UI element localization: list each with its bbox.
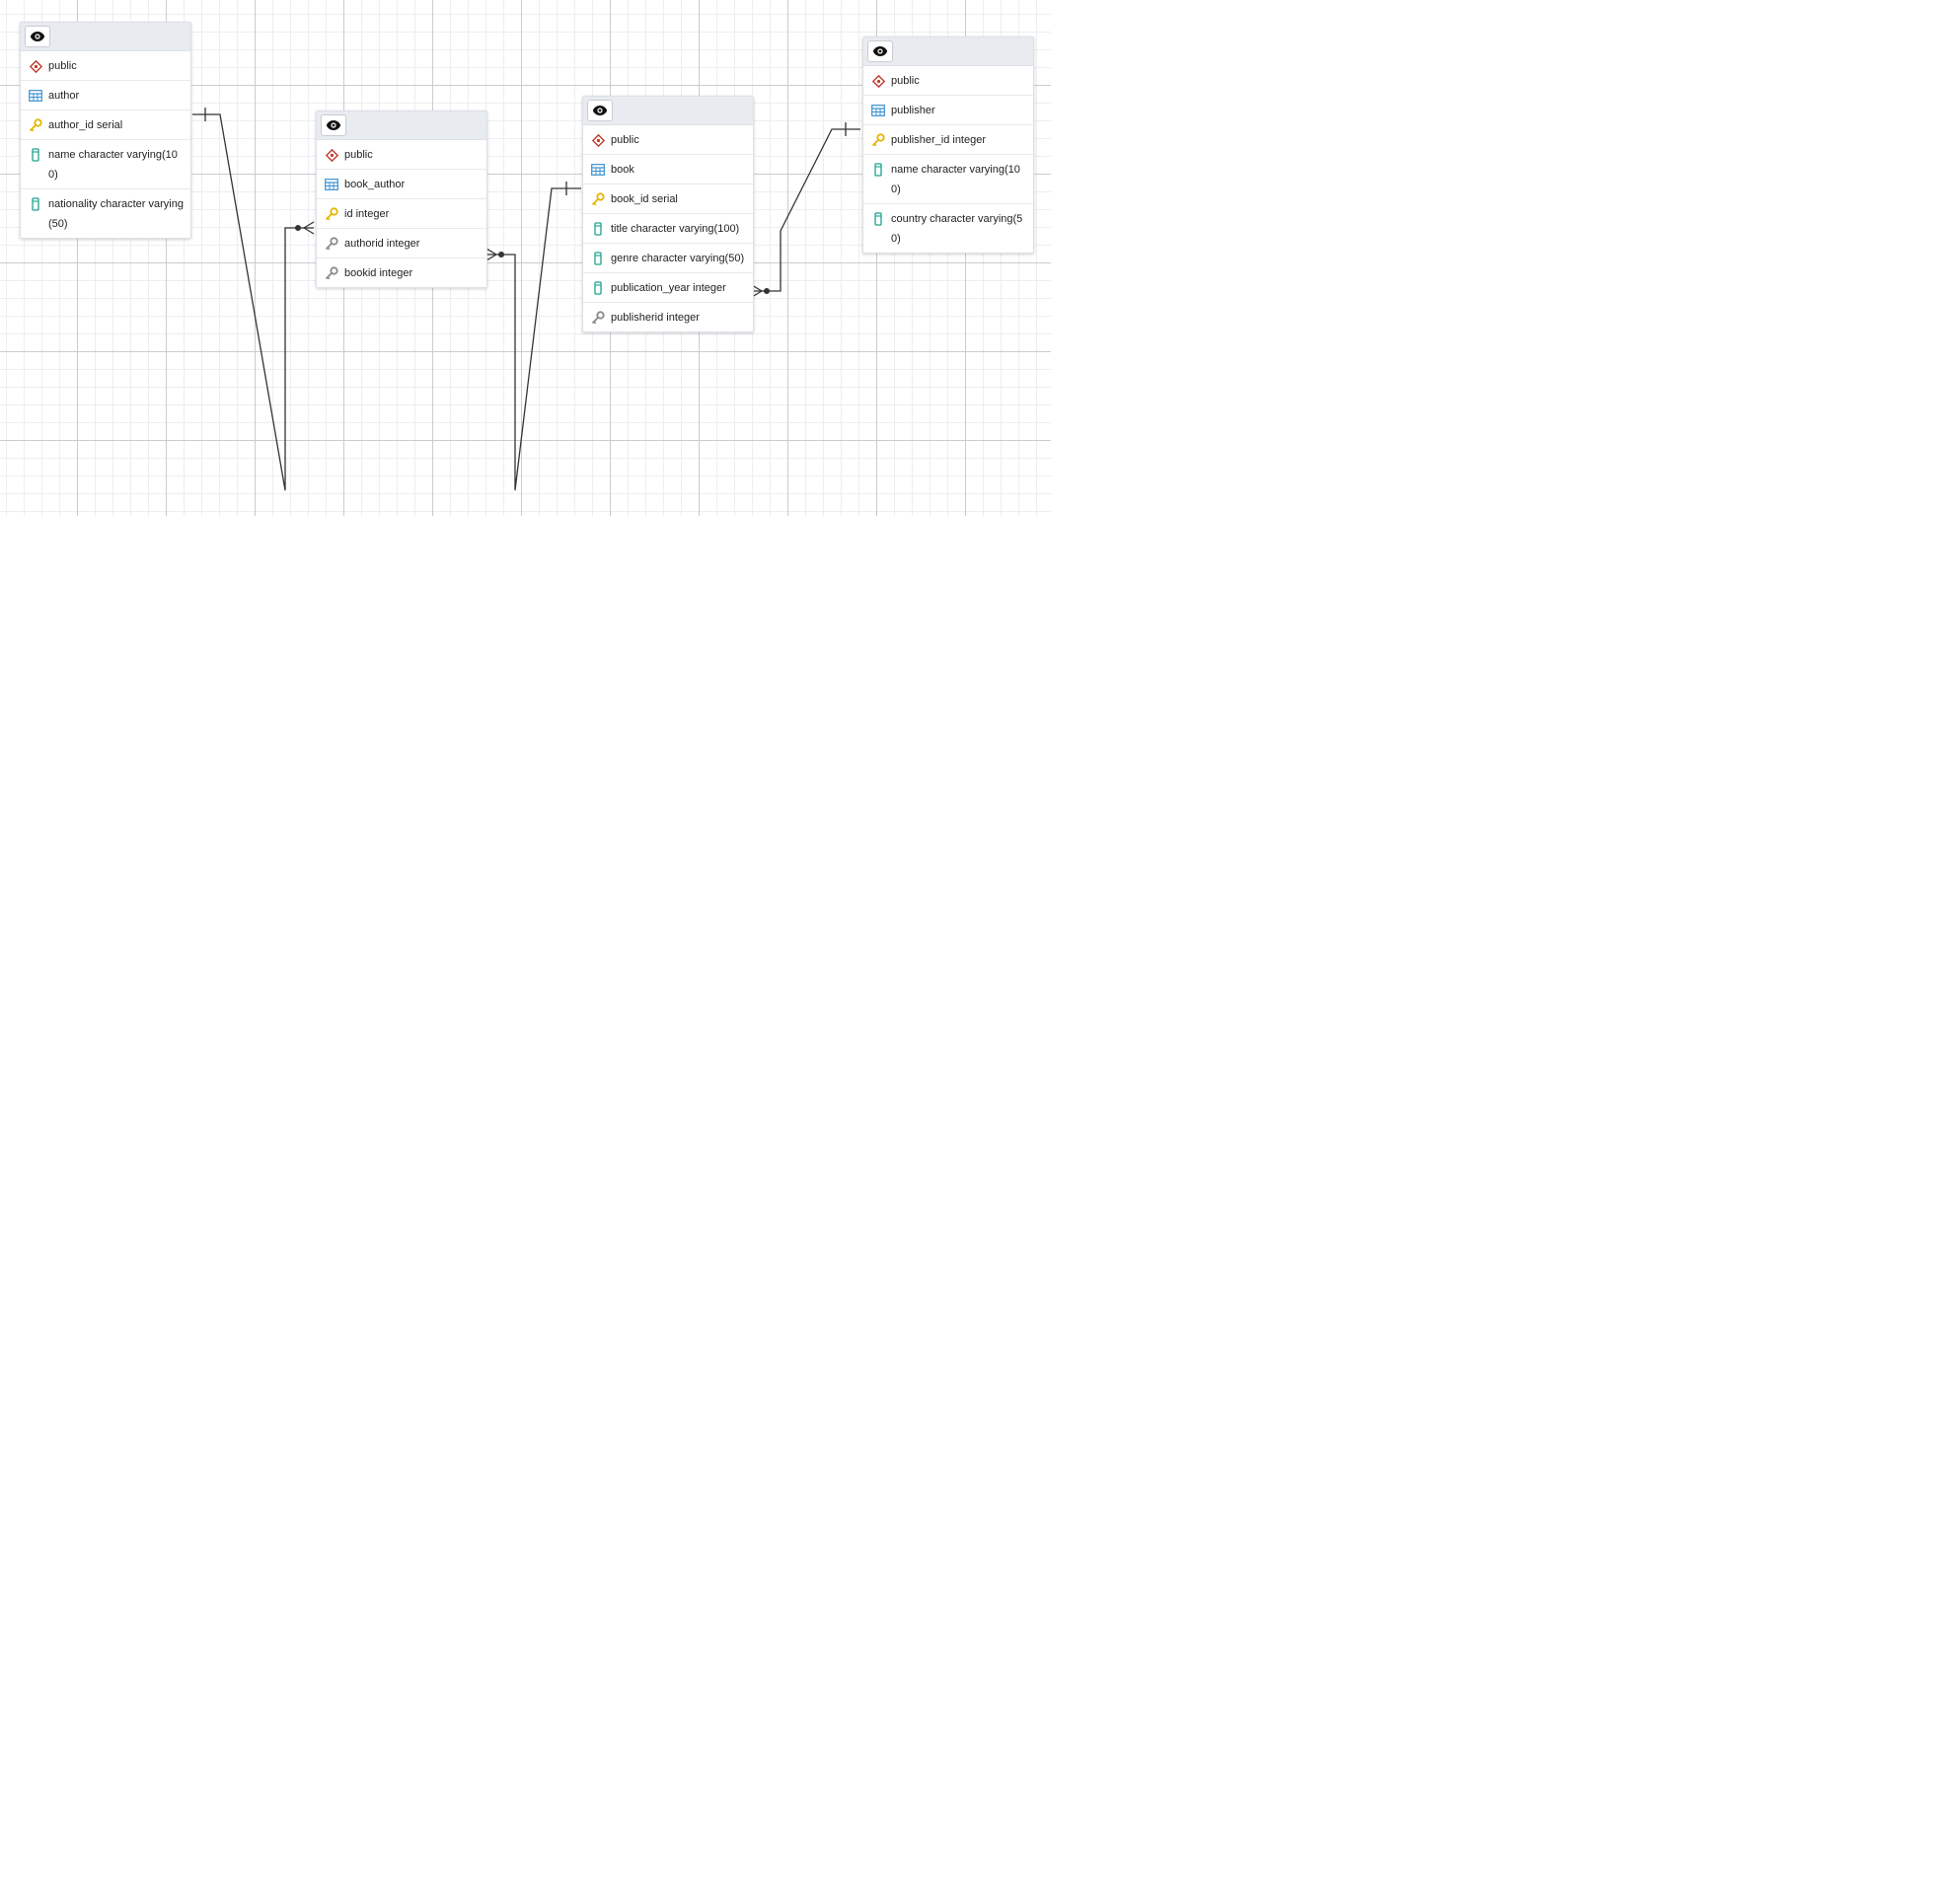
- table-icon: [591, 160, 605, 180]
- column-label: author_id serial: [48, 119, 123, 131]
- column-label: publisherid integer: [611, 312, 700, 324]
- table-name-row[interactable]: publisher: [863, 96, 1033, 125]
- fk-key-icon: [325, 234, 338, 254]
- table-name: book: [611, 164, 634, 176]
- relationship-links: [192, 108, 860, 491]
- column-label: country character varying(50): [891, 213, 1023, 245]
- link-book-book-author[interactable]: [485, 182, 581, 491]
- column-icon: [591, 219, 605, 239]
- table-name: publisher: [891, 105, 935, 116]
- column-icon: [29, 194, 42, 214]
- table-name-row[interactable]: book: [583, 155, 753, 184]
- column-label: bookid integer: [344, 267, 413, 279]
- fk-key-icon: [325, 263, 338, 283]
- column-row[interactable]: bookid integer: [317, 258, 486, 287]
- schema-icon: [591, 130, 605, 150]
- column-label: book_id serial: [611, 193, 678, 205]
- column-row[interactable]: id integer: [317, 199, 486, 229]
- pk-key-icon: [591, 189, 605, 209]
- schema-row[interactable]: public: [583, 125, 753, 155]
- schema-icon: [325, 145, 338, 165]
- table-name-row[interactable]: book_author: [317, 170, 486, 199]
- column-icon: [871, 160, 885, 180]
- table-name: author: [48, 90, 80, 102]
- column-row[interactable]: name character varying(100): [863, 155, 1033, 204]
- table-header[interactable]: [863, 37, 1033, 66]
- column-row[interactable]: author_id serial: [21, 110, 190, 140]
- column-label: authorid integer: [344, 238, 420, 250]
- schema-name: public: [891, 75, 920, 87]
- table-node-book-author[interactable]: public book_author id integer authorid i…: [316, 110, 487, 288]
- column-label: title character varying(100): [611, 223, 740, 235]
- eye-icon[interactable]: [321, 114, 346, 136]
- table-header[interactable]: [317, 111, 486, 140]
- table-header[interactable]: [21, 23, 190, 51]
- column-label: publisher_id integer: [891, 134, 987, 146]
- table-node-book[interactable]: public book book_id serial title charact…: [582, 96, 754, 332]
- schema-row[interactable]: public: [21, 51, 190, 81]
- column-icon: [29, 145, 42, 165]
- column-icon: [871, 209, 885, 229]
- column-row[interactable]: nationality character varying(50): [21, 189, 190, 238]
- table-node-publisher[interactable]: public publisher publisher_id integer na…: [862, 37, 1034, 254]
- eye-icon[interactable]: [867, 40, 893, 62]
- column-row[interactable]: publication_year integer: [583, 273, 753, 303]
- column-label: genre character varying(50): [611, 253, 745, 264]
- column-row[interactable]: name character varying(100): [21, 140, 190, 189]
- column-row[interactable]: country character varying(50): [863, 204, 1033, 253]
- table-icon: [871, 101, 885, 120]
- pk-key-icon: [325, 204, 338, 224]
- schema-row[interactable]: public: [317, 140, 486, 170]
- schema-icon: [871, 71, 885, 91]
- column-row[interactable]: book_id serial: [583, 184, 753, 214]
- table-icon: [29, 86, 42, 106]
- column-row[interactable]: title character varying(100): [583, 214, 753, 244]
- column-label: nationality character varying(50): [48, 198, 184, 230]
- column-row[interactable]: genre character varying(50): [583, 244, 753, 273]
- eye-icon[interactable]: [587, 100, 613, 121]
- link-author-book-author[interactable]: [192, 108, 315, 491]
- column-label: publication_year integer: [611, 282, 726, 294]
- fk-key-icon: [591, 308, 605, 328]
- table-node-author[interactable]: public author author_id serial name char…: [20, 22, 191, 239]
- column-row[interactable]: publisher_id integer: [863, 125, 1033, 155]
- schema-name: public: [611, 134, 639, 146]
- column-row[interactable]: publisherid integer: [583, 303, 753, 331]
- column-icon: [591, 278, 605, 298]
- table-name: book_author: [344, 179, 406, 190]
- link-publisher-book[interactable]: [751, 122, 860, 298]
- table-header[interactable]: [583, 97, 753, 125]
- eye-icon[interactable]: [25, 26, 50, 47]
- schema-name: public: [48, 60, 77, 72]
- table-name-row[interactable]: author: [21, 81, 190, 110]
- column-label: name character varying(100): [891, 164, 1020, 195]
- column-row[interactable]: authorid integer: [317, 229, 486, 258]
- table-icon: [325, 175, 338, 194]
- schema-row[interactable]: public: [863, 66, 1033, 96]
- column-label: id integer: [344, 208, 390, 220]
- pk-key-icon: [29, 115, 42, 135]
- column-label: name character varying(100): [48, 149, 178, 181]
- schema-icon: [29, 56, 42, 76]
- schema-name: public: [344, 149, 373, 161]
- erd-canvas[interactable]: public author author_id serial name char…: [0, 0, 1051, 516]
- column-icon: [591, 249, 605, 268]
- pk-key-icon: [871, 130, 885, 150]
